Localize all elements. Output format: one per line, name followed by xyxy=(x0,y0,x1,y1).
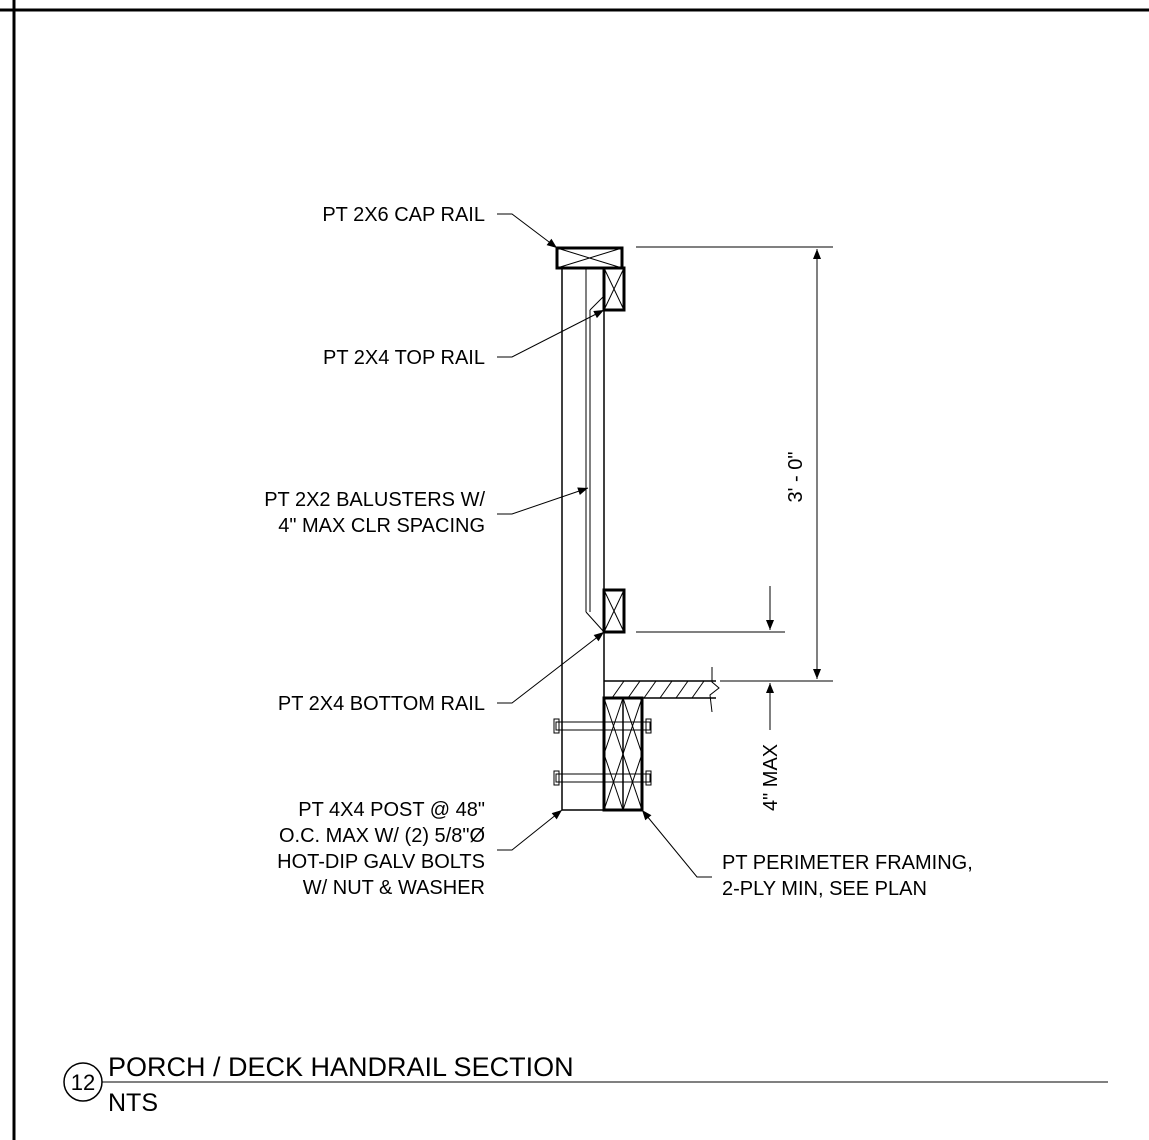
deck-board xyxy=(604,667,720,713)
callout-balusters-line-1: PT 2X2 BALUSTERS W/ xyxy=(264,489,485,511)
callout-bottom-rail-line-1: PT 2X4 BOTTOM RAIL xyxy=(278,693,485,715)
callout-cap-rail-line-1: PT 2X6 CAP RAIL xyxy=(322,204,485,226)
callout-framing-line-2: 2-PLY MIN, SEE PLAN xyxy=(722,878,927,900)
callout-framing-line-1: PT PERIMETER FRAMING, xyxy=(722,852,973,874)
callout-framing: PT PERIMETER FRAMING, 2-PLY MIN, SEE PLA… xyxy=(641,809,973,900)
callout-bottom-rail: PT 2X4 BOTTOM RAIL xyxy=(278,631,605,715)
baluster xyxy=(585,268,605,633)
bottom-rail xyxy=(602,588,626,634)
dimension-rail-height-label: 3' - 0" xyxy=(785,452,807,503)
handrail-section xyxy=(553,246,720,812)
detail-title: PORCH / DECK HANDRAIL SECTION xyxy=(108,1052,574,1082)
callout-balusters: PT 2X2 BALUSTERS W/ 4" MAX CLR SPACING xyxy=(264,487,589,537)
callout-post-line-3: HOT-DIP GALV BOLTS xyxy=(277,851,485,873)
cap-rail xyxy=(555,246,624,270)
top-rail xyxy=(602,266,626,312)
bolts xyxy=(553,718,652,786)
callout-top-rail-line-1: PT 2X4 TOP RAIL xyxy=(323,347,485,369)
callout-post: PT 4X4 POST @ 48" O.C. MAX W/ (2) 5/8"Ø … xyxy=(277,799,563,899)
dimension-gap: 4" MAX xyxy=(636,586,785,811)
detail-scale: NTS xyxy=(108,1089,158,1117)
callout-balusters-line-2: 4" MAX CLR SPACING xyxy=(278,515,485,537)
callout-top-rail: PT 2X4 TOP RAIL xyxy=(323,309,605,369)
callout-post-line-1: PT 4X4 POST @ 48" xyxy=(298,799,485,821)
dimension-gap-label: 4" MAX xyxy=(760,744,782,811)
detail-number: 12 xyxy=(71,1070,95,1095)
detail-title-block: 12 PORCH / DECK HANDRAIL SECTION NTS xyxy=(63,1052,1108,1117)
callout-post-line-4: W/ NUT & WASHER xyxy=(303,877,485,899)
callout-cap-rail: PT 2X6 CAP RAIL xyxy=(322,204,558,249)
perimeter-framing xyxy=(602,696,644,812)
dimension-rail-height: 3' - 0" xyxy=(636,246,833,682)
post xyxy=(561,268,605,811)
callout-post-line-2: O.C. MAX W/ (2) 5/8"Ø xyxy=(279,825,485,847)
